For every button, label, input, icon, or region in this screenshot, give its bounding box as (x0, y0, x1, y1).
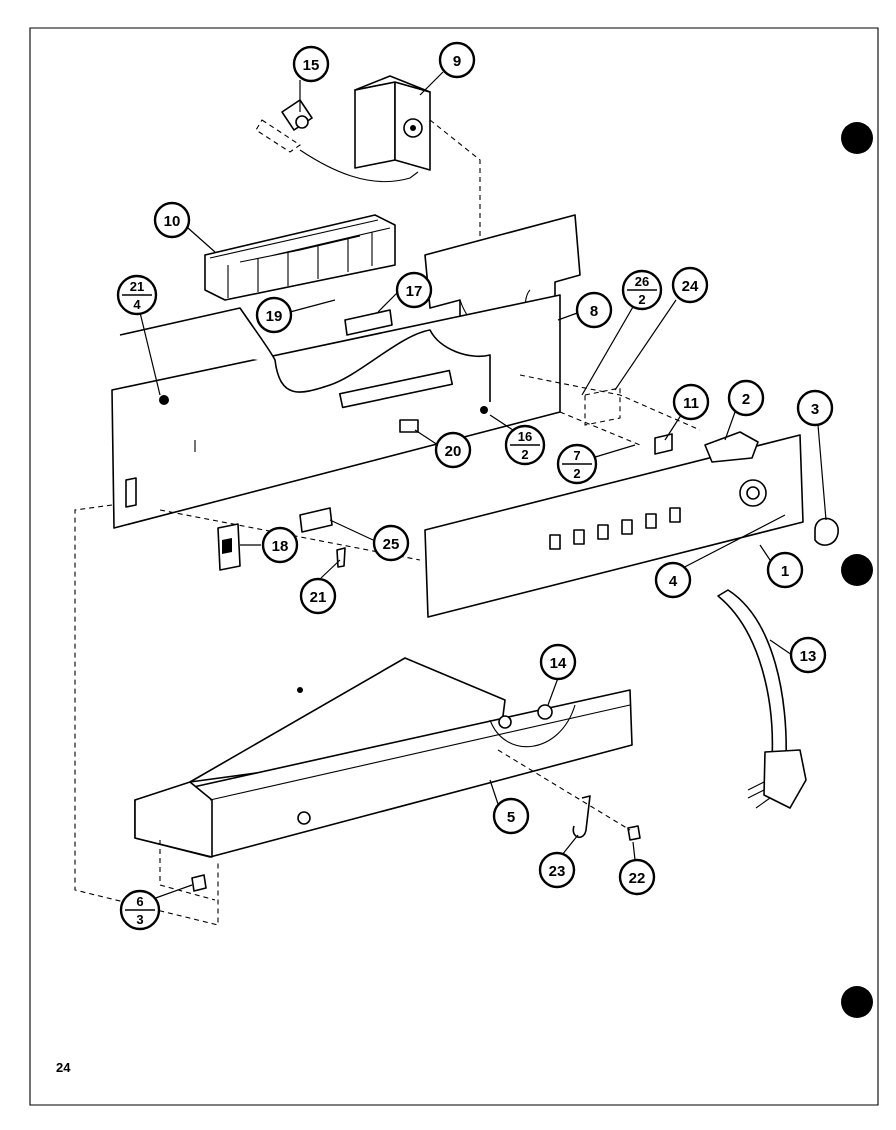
svg-text:3: 3 (811, 401, 819, 418)
part-thermostat-sensor (255, 99, 419, 183)
callout-1: 1 (766, 551, 804, 589)
callout-20: 20 (434, 431, 472, 469)
callout-21: 21 (299, 577, 337, 615)
svg-text:2: 2 (638, 292, 645, 307)
page-border (29, 27, 879, 1106)
leader-lines (136, 71, 827, 901)
svg-text:10: 10 (164, 213, 181, 230)
svg-text:2: 2 (521, 447, 528, 462)
svg-text:22: 22 (629, 870, 646, 887)
svg-text:25: 25 (383, 536, 400, 553)
part-rocker-switch (217, 523, 241, 571)
binder-hole-middle (841, 554, 873, 586)
svg-text:7: 7 (573, 448, 580, 463)
callout-19: 19 (255, 296, 293, 334)
svg-text:13: 13 (800, 648, 817, 665)
binder-hole-top (841, 122, 873, 154)
svg-text:20: 20 (445, 443, 462, 460)
assembly-line-tray-right (497, 749, 631, 831)
part-grommet (537, 704, 553, 720)
callout-11: 11 (672, 383, 710, 421)
part-timer-motor (354, 75, 481, 300)
callout-26-2: 26 2 (621, 269, 663, 311)
svg-text:14: 14 (550, 655, 567, 672)
svg-text:19: 19 (266, 308, 283, 325)
callout-18: 18 (261, 526, 299, 564)
part-screw (336, 547, 346, 568)
svg-text:21: 21 (130, 279, 144, 294)
svg-text:6: 6 (136, 894, 143, 909)
svg-text:2: 2 (742, 391, 750, 408)
svg-text:11: 11 (683, 395, 699, 412)
binder-hole-bottom (841, 986, 873, 1018)
part-ice-mold (204, 214, 396, 336)
svg-text:24: 24 (682, 278, 699, 295)
svg-text:3: 3 (136, 912, 143, 927)
callout-2: 2 (727, 379, 765, 417)
callout-24: 24 (671, 266, 709, 304)
callout-23: 23 (538, 851, 576, 889)
svg-text:23: 23 (549, 863, 566, 880)
part-screw-22 (627, 825, 641, 841)
svg-text:15: 15 (303, 57, 320, 74)
part-lower-tray (134, 657, 633, 858)
callout-10: 10 (153, 201, 191, 239)
part-knob (814, 517, 839, 546)
svg-text:2: 2 (573, 466, 580, 481)
svg-text:9: 9 (453, 53, 461, 70)
part-dashed-bracket (584, 387, 621, 426)
svg-text:4: 4 (133, 297, 141, 312)
svg-text:26: 26 (635, 274, 649, 289)
callout-17: 17 (395, 271, 433, 309)
part-front-panel (424, 434, 804, 618)
callout-25: 25 (372, 524, 410, 562)
assembly-line-tray (159, 840, 216, 901)
page-number: 24 (56, 1060, 71, 1075)
callout-21-4: 21 4 (116, 274, 158, 316)
callout-5: 5 (492, 797, 530, 835)
callout-14: 14 (539, 643, 577, 681)
assembly-line-front (559, 411, 641, 446)
callout-9: 9 (438, 41, 476, 79)
svg-text:17: 17 (406, 283, 423, 300)
svg-text:18: 18 (272, 538, 289, 555)
part-light-housing (704, 431, 759, 463)
part-hook (572, 795, 591, 838)
assembly-line-left (74, 504, 219, 926)
callout-22: 22 (618, 858, 656, 896)
svg-text:16: 16 (518, 429, 532, 444)
svg-text:21: 21 (310, 589, 327, 606)
part-clip (654, 433, 673, 455)
callout-8: 8 (575, 291, 613, 329)
callout-4: 4 (654, 561, 692, 599)
callout-13: 13 (789, 636, 827, 674)
callout-6-3: 6 3 (119, 889, 161, 931)
svg-text:4: 4 (669, 573, 678, 590)
part-power-cord (717, 589, 807, 809)
part-control-housing (111, 294, 561, 529)
svg-text:8: 8 (590, 303, 598, 320)
callout-7-2: 7 2 (556, 443, 598, 485)
callout-3: 3 (796, 389, 834, 427)
callout-15: 15 (292, 45, 330, 83)
svg-text:5: 5 (507, 809, 515, 826)
callout-16-2: 16 2 (504, 424, 546, 466)
assembly-line-panel (519, 374, 701, 431)
part-bracket (299, 507, 333, 533)
part-screw-6 (191, 874, 207, 892)
svg-text:1: 1 (781, 563, 789, 580)
